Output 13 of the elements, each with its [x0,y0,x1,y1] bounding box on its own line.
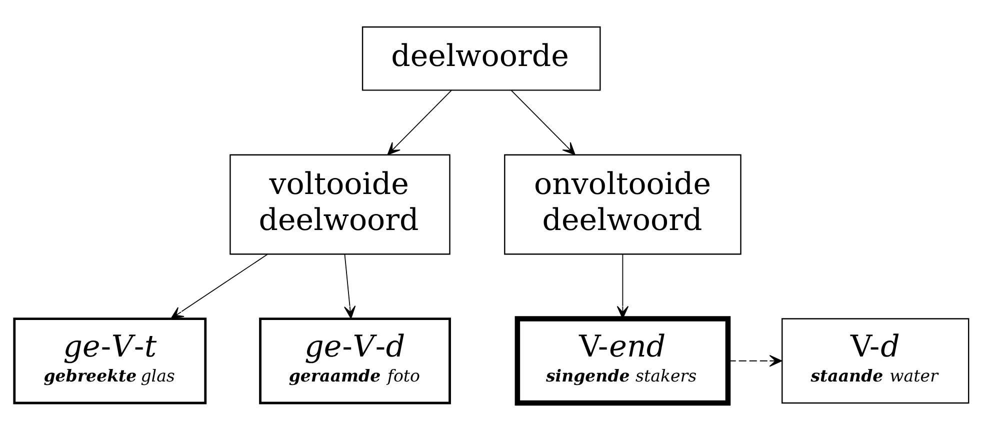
node-box: deelwoorde [362,26,601,90]
arrow [170,254,268,319]
arrow [728,354,782,366]
arrow [344,254,356,318]
node-box: V-d staande water [782,318,970,404]
arrow [616,254,629,318]
arrow [510,89,576,155]
node-box: onvoltooide deelwoord [504,154,742,254]
node-box: V-end singende stakers [514,316,731,406]
node-box: ge-V-t gebreekte glas [13,317,207,404]
node-box: ge-V-d geraamde foto [259,317,451,404]
arrow [387,89,452,155]
node-box: voltooide deelwoord [230,154,450,254]
